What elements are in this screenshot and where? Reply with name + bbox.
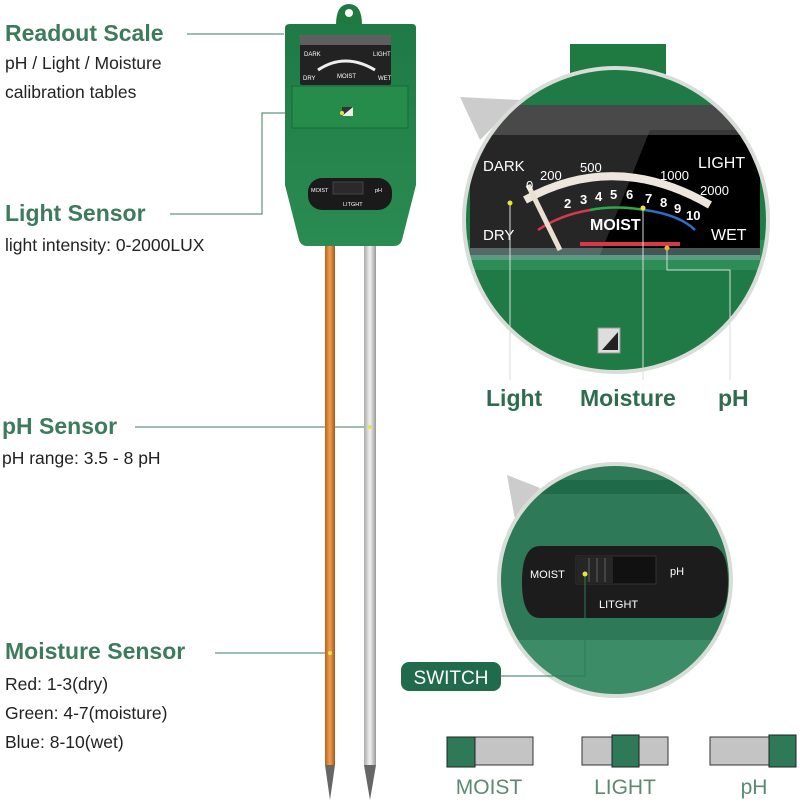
svg-text:pH: pH <box>375 188 382 194</box>
light-label: LIGHT <box>698 155 745 172</box>
svg-text:DRY: DRY <box>303 76 316 82</box>
probe-tip <box>325 765 335 800</box>
moist-tick: 9 <box>674 201 681 216</box>
zoom-pointer <box>507 475 540 520</box>
switch-badge-text: SWITCH <box>414 668 489 689</box>
lux-tick: 2000 <box>700 183 729 198</box>
probe-tip <box>364 765 376 800</box>
label-line: Blue: 8-10(wet) <box>5 732 124 752</box>
svg-text:MOIST: MOIST <box>337 74 356 80</box>
switch-position-label: LIGHT <box>594 776 656 799</box>
label-line: light intensity: 0-2000LUX <box>5 235 205 255</box>
switch-position-moist <box>446 736 534 768</box>
dark-label: DARK <box>483 158 525 175</box>
svg-text:DARK: DARK <box>304 52 321 58</box>
readout-scale-label: Readout Scale pH / Light / Moisture cali… <box>5 20 164 107</box>
moist-tick: 7 <box>645 191 652 206</box>
switch-badge: SWITCH <box>401 662 501 691</box>
moist-tick: 5 <box>610 187 617 202</box>
lux-tick: 1000 <box>660 168 689 183</box>
label-line: Green: 4-7(moisture) <box>5 703 168 723</box>
label-line: pH range: 3.5 - 8 pH <box>2 448 161 468</box>
probes <box>325 245 376 800</box>
moist-tick: 4 <box>595 189 603 204</box>
svg-text:MOIST: MOIST <box>311 188 329 194</box>
wet-label: WET <box>711 227 747 244</box>
moist-tick: 10 <box>686 208 700 223</box>
ph-probe <box>364 245 376 765</box>
switch-moist-label: MOIST <box>530 569 565 581</box>
zoom-ph-label: pH <box>718 385 749 411</box>
label-line: Red: 1-3(dry) <box>5 674 109 694</box>
zoom-moisture-label: Moisture <box>580 385 676 411</box>
ph-sensor-label: pH Sensor pH range: 3.5 - 8 pH <box>2 413 161 473</box>
switch-position-light <box>581 734 669 768</box>
switch-position-ph <box>709 734 797 768</box>
label-title: pH Sensor <box>2 413 118 439</box>
lux-tick: 0 <box>526 178 533 193</box>
switch-light-label: LITGHT <box>599 599 638 611</box>
switch-zoom-circle: MOIST pH LITGHT <box>497 462 733 698</box>
lux-tick: 500 <box>580 160 602 175</box>
svg-text:WET: WET <box>378 76 392 82</box>
lux-tick: 200 <box>540 168 562 183</box>
switch-position-label: MOIST <box>456 776 523 799</box>
label-title: Light Sensor <box>5 200 146 226</box>
meter-zoom-circle: DARK LIGHT DRY WET MOIST 0 200 500 1000 … <box>462 44 770 380</box>
svg-text:LIGHT: LIGHT <box>373 52 391 58</box>
moist-tick: 6 <box>626 187 633 202</box>
zoom-light-label: Light <box>486 385 543 411</box>
label-line: calibration tables <box>5 82 137 102</box>
label-title: Readout Scale <box>5 20 164 46</box>
zoom-pointer <box>460 97 520 140</box>
meter-device: DARK LIGHT DRY WET MOIST MOIST pH LITGHT <box>285 4 416 246</box>
svg-text:LITGHT: LITGHT <box>343 202 363 208</box>
label-line: pH / Light / Moisture <box>5 53 162 73</box>
light-sensor-label: Light Sensor light intensity: 0-2000LUX <box>5 200 204 260</box>
label-title: Moisture Sensor <box>5 638 186 664</box>
moisture-probe <box>325 245 335 765</box>
switch-ph-label: pH <box>670 566 684 578</box>
moisture-sensor-label: Moisture Sensor Red: 1-3(dry) Green: 4-7… <box>5 638 185 757</box>
moist-label: MOIST <box>590 217 641 234</box>
moist-tick: 3 <box>580 192 587 207</box>
moist-tick: 2 <box>564 196 571 211</box>
switch-position-label: pH <box>741 776 768 799</box>
moist-tick: 8 <box>660 195 667 210</box>
dry-label: DRY <box>483 227 514 244</box>
